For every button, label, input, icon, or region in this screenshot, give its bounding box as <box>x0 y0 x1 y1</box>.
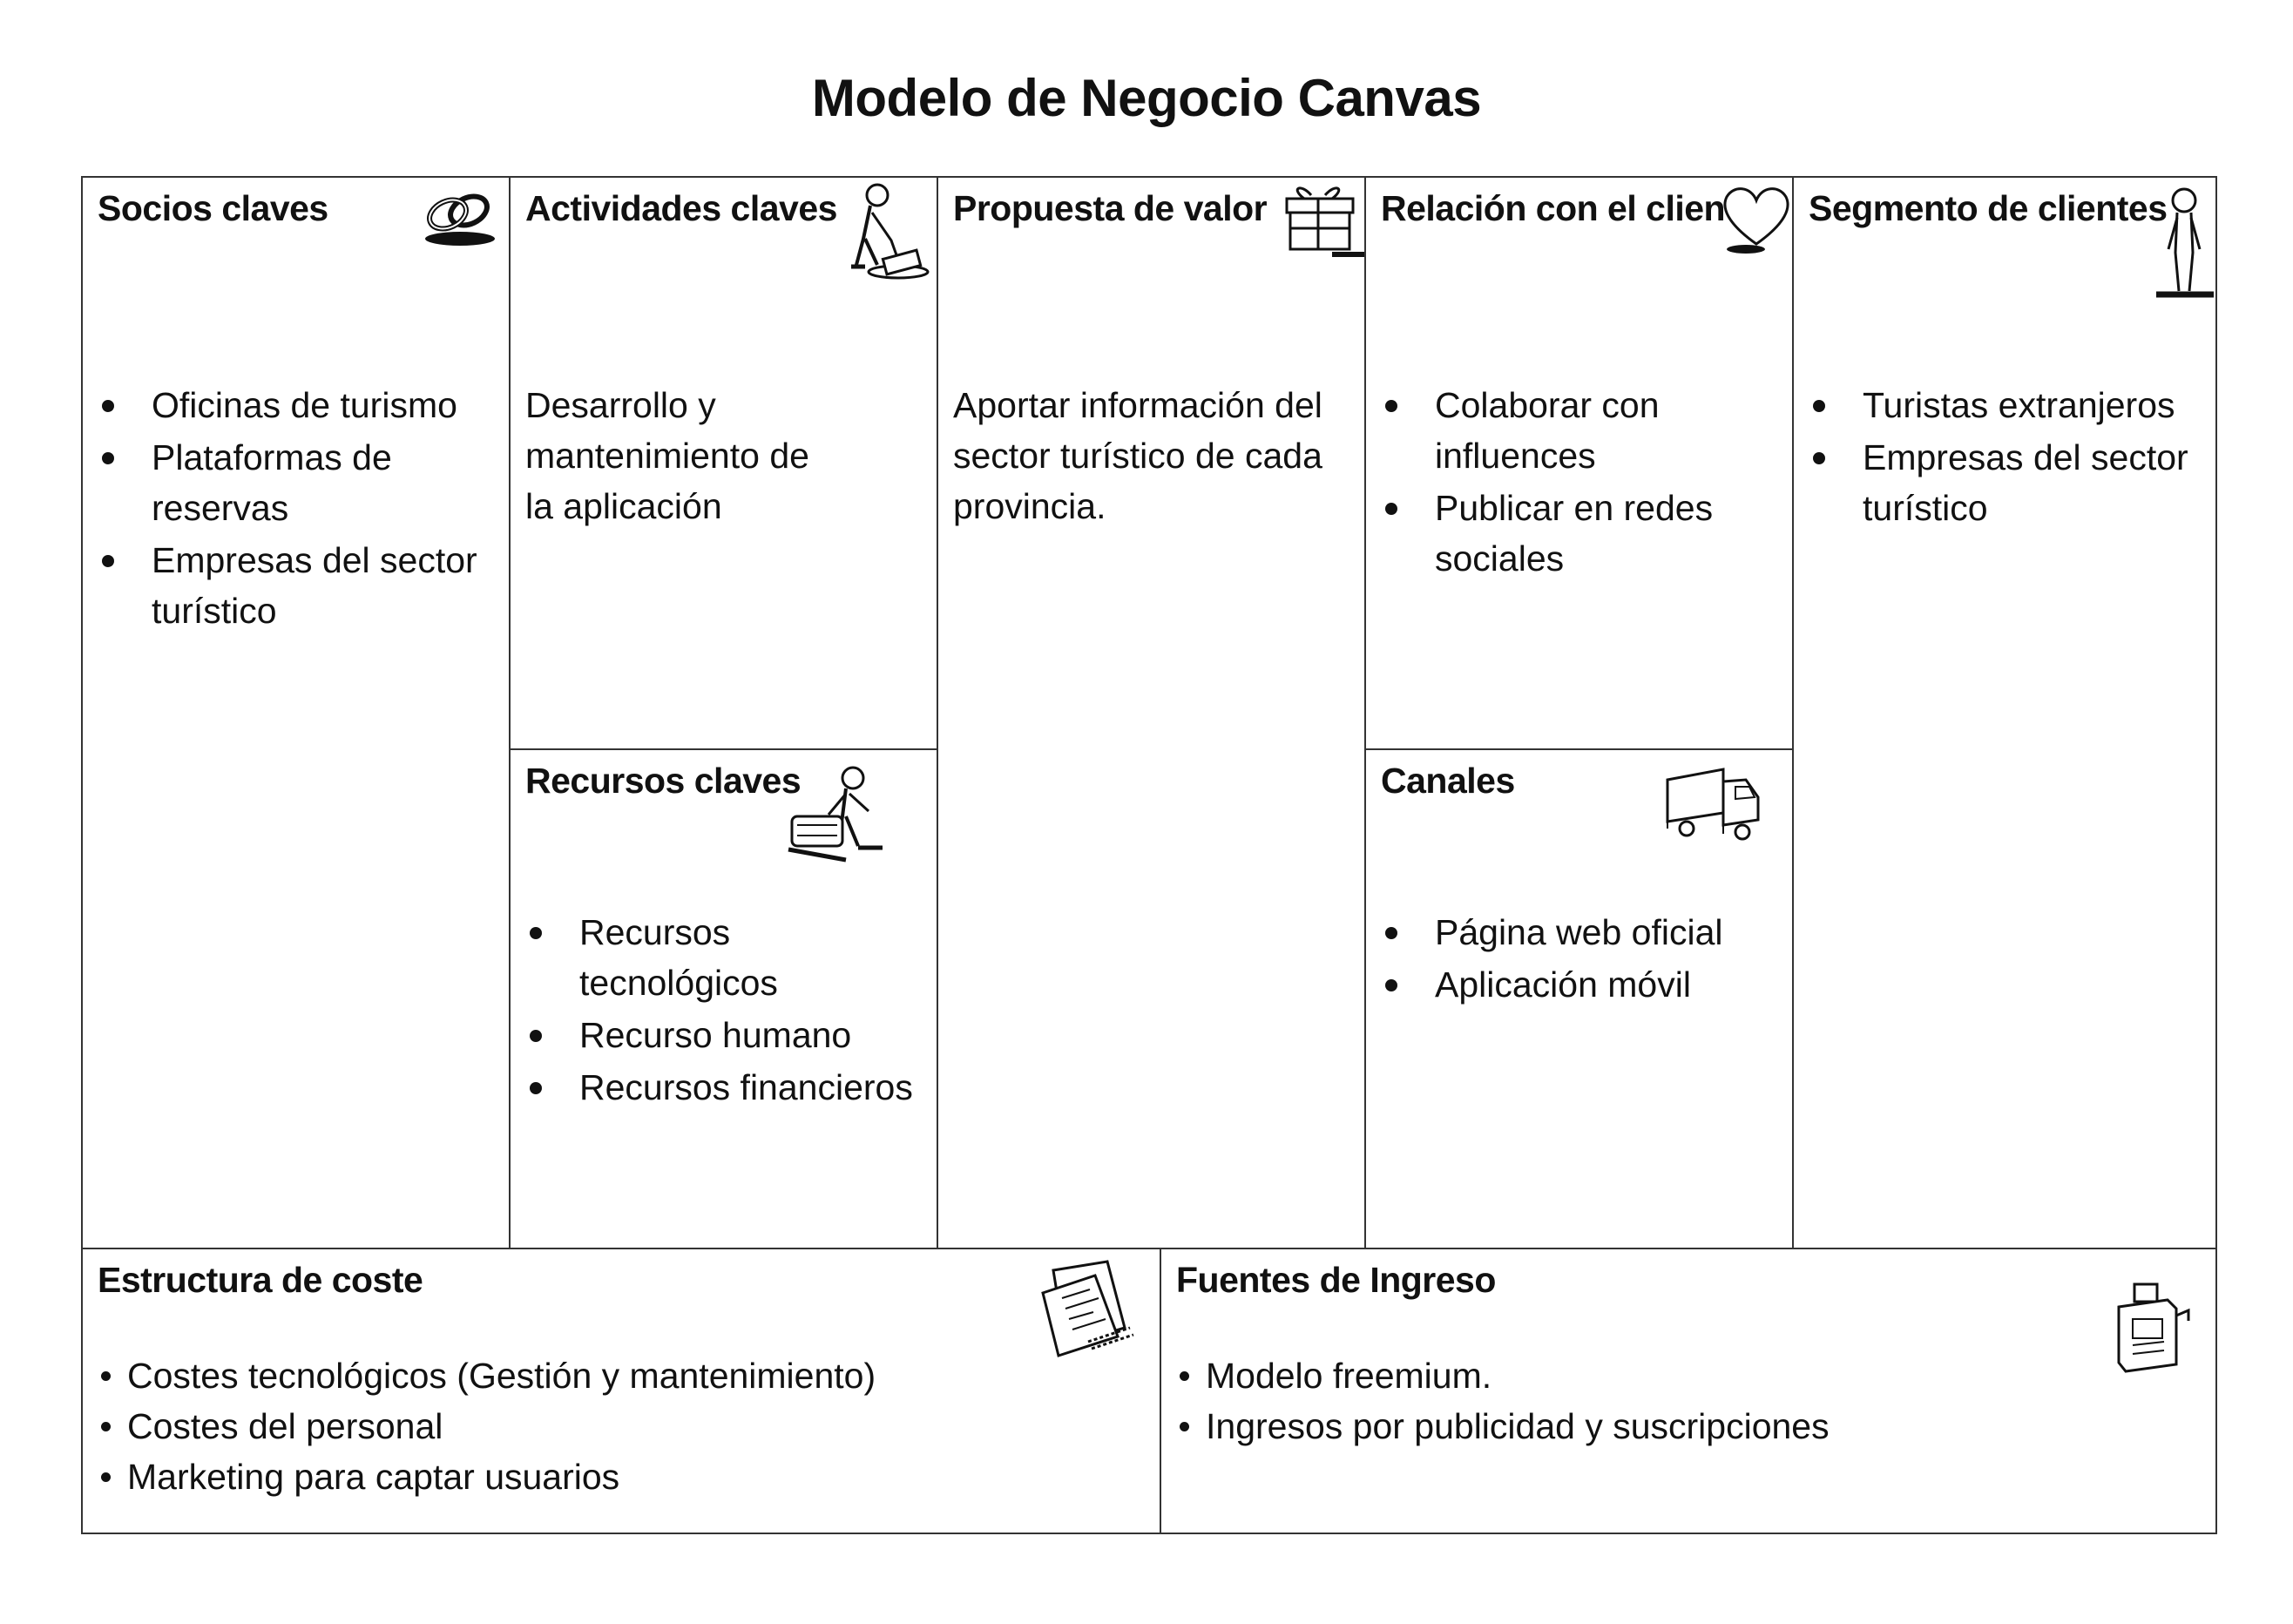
list-item: Costes tecnológicos (Gestión y mantenimi… <box>98 1350 876 1401</box>
segmento-clientes-section: Segmento de clientes Turistas extranjero… <box>1794 178 2217 1249</box>
canales-list: Página web oficial Aplicación móvil <box>1381 907 1782 1012</box>
relacion-clientes-section: Relación con el clien Colaborar con infl… <box>1366 178 1794 750</box>
list-item: Costes del personal <box>98 1401 876 1451</box>
list-item: Publicar en redes sociales <box>1381 483 1782 584</box>
list-item: Recursos financieros <box>525 1062 926 1113</box>
fuentes-ingreso-title: Fuentes de Ingreso <box>1176 1260 1496 1300</box>
business-model-canvas: Socios claves Oficinas de turismo Plataf… <box>81 176 2217 1534</box>
list-item: Marketing para captar usuarios <box>98 1451 876 1502</box>
list-item: Ingresos por publicidad y suscripciones <box>1176 1401 1830 1451</box>
estructura-coste-title: Estructura de coste <box>98 1260 423 1300</box>
relacion-clientes-title: Relación con el clien <box>1381 188 1726 228</box>
segmento-clientes-list: Turistas extranjeros Empresas del sector… <box>1809 380 2209 535</box>
actividades-claves-text: Desarrollo y mantenimiento de la aplicac… <box>525 385 809 526</box>
list-item: Turistas extranjeros <box>1809 380 2209 430</box>
truck-icon <box>1662 762 1767 849</box>
fuentes-ingreso-section: Fuentes de Ingreso Modelo freemium. Ingr… <box>1161 1249 2217 1533</box>
segmento-clientes-title: Segmento de clientes <box>1809 188 2168 228</box>
list-item: Colaborar con influences <box>1381 380 1782 481</box>
list-item: Modelo freemium. <box>1176 1350 1830 1401</box>
socios-claves-title: Socios claves <box>98 188 328 228</box>
standing-person-icon <box>2153 183 2215 305</box>
actividades-claves-section: Actividades claves Desarrollo y mantenim… <box>511 178 938 750</box>
list-item: Empresas del sector turístico <box>1809 432 2209 533</box>
list-item: Página web oficial <box>1381 907 1782 957</box>
propuesta-de-valor-section: Propuesta de valor Aportar información d… <box>938 178 1366 1249</box>
propuesta-de-valor-title: Propuesta de valor <box>953 188 1268 228</box>
chain-links-icon <box>415 185 498 247</box>
list-item: Plataformas de reservas <box>98 432 498 533</box>
list-item: Empresas del sector turístico <box>98 535 498 636</box>
document-pages-icon <box>1027 1258 1140 1363</box>
list-item: Oficinas de turismo <box>98 380 498 430</box>
estructura-coste-list: Costes tecnológicos (Gestión y mantenimi… <box>98 1350 876 1502</box>
propuesta-de-valor-text: Aportar información del sector turístico… <box>953 385 1322 526</box>
recursos-claves-list: Recursos tecnológicos Recurso humano Rec… <box>525 907 926 1114</box>
person-with-boxes-icon <box>785 762 898 867</box>
relacion-clientes-list: Colaborar con influences Publicar en red… <box>1381 380 1782 585</box>
heart-icon <box>1720 183 1792 254</box>
recursos-claves-title: Recursos claves <box>525 761 802 801</box>
recursos-claves-section: Recursos claves Recursos tecnológicos Re… <box>511 750 938 1249</box>
page-title: Modelo de Negocio Canvas <box>811 69 1482 127</box>
socios-claves-section: Socios claves Oficinas de turismo Plataf… <box>83 178 511 1249</box>
list-item: Recursos tecnológicos <box>525 907 926 1008</box>
person-working-icon <box>820 178 933 282</box>
canales-title: Canales <box>1381 761 1515 801</box>
fuentes-ingreso-list: Modelo freemium. Ingresos por publicidad… <box>1176 1350 1830 1451</box>
list-item: Recurso humano <box>525 1010 926 1060</box>
list-item: Aplicación móvil <box>1381 959 1782 1010</box>
canales-section: Canales Página web oficial Aplicación mó… <box>1366 750 1794 1249</box>
cash-register-icon <box>2107 1281 2194 1377</box>
gift-box-icon <box>1280 179 1364 263</box>
estructura-coste-section: Estructura de coste Costes tecnológicos … <box>83 1249 1161 1533</box>
socios-claves-list: Oficinas de turismo Plataformas de reser… <box>98 380 498 638</box>
actividades-claves-title: Actividades claves <box>525 188 837 228</box>
